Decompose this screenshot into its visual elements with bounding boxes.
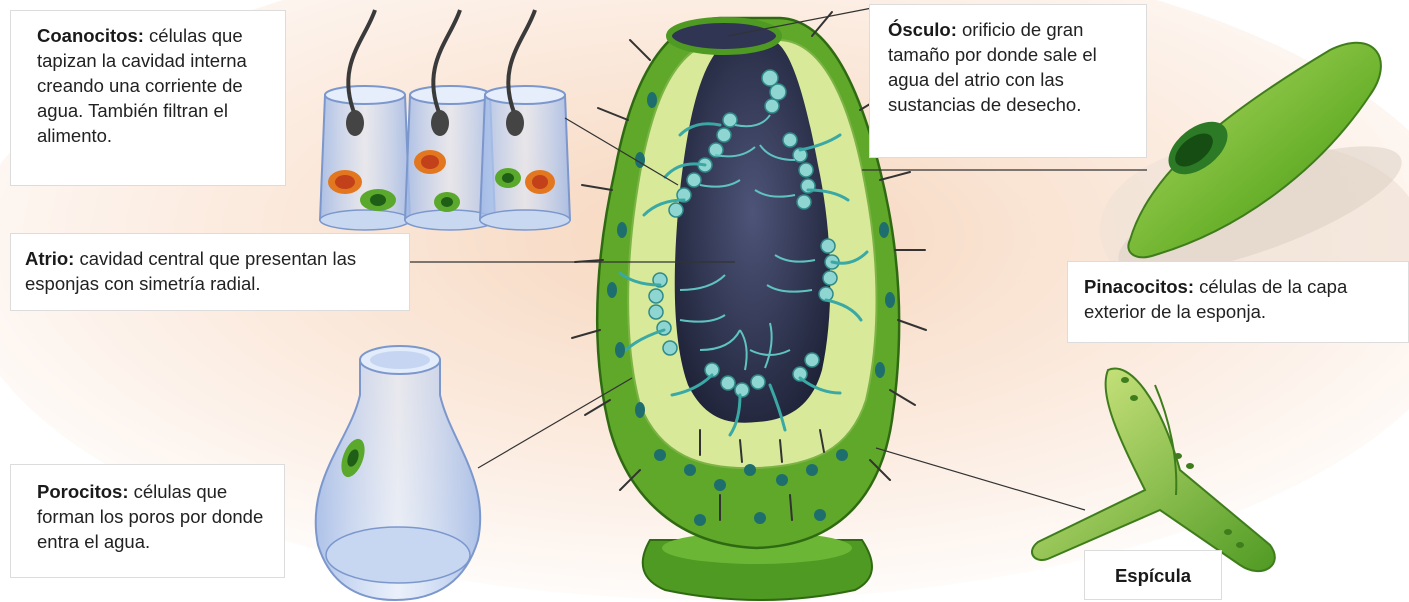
- label-espicula-term: Espícula: [1115, 565, 1191, 586]
- label-pinacocitos: Pinacocitos: células de la capa exterior…: [1067, 261, 1409, 343]
- label-espicula: Espícula: [1084, 550, 1222, 600]
- label-porocitos-term: Porocitos:: [37, 481, 128, 502]
- label-pinacocitos-term: Pinacocitos:: [1084, 276, 1194, 297]
- label-atrio-text: cavidad central que presentan las esponj…: [25, 248, 356, 294]
- label-coanocitos-term: Coanocitos:: [37, 25, 144, 46]
- label-coanocitos: Coanocitos: células que tapizan la cavid…: [10, 10, 286, 186]
- label-porocitos: Porocitos: células que forman los poros …: [10, 464, 285, 578]
- label-atrio-term: Atrio:: [25, 248, 74, 269]
- label-osculo: Ósculo: orificio de gran tamaño por dond…: [869, 4, 1147, 158]
- label-osculo-term: Ósculo:: [888, 19, 957, 40]
- label-atrio: Atrio: cavidad central que presentan las…: [10, 233, 410, 311]
